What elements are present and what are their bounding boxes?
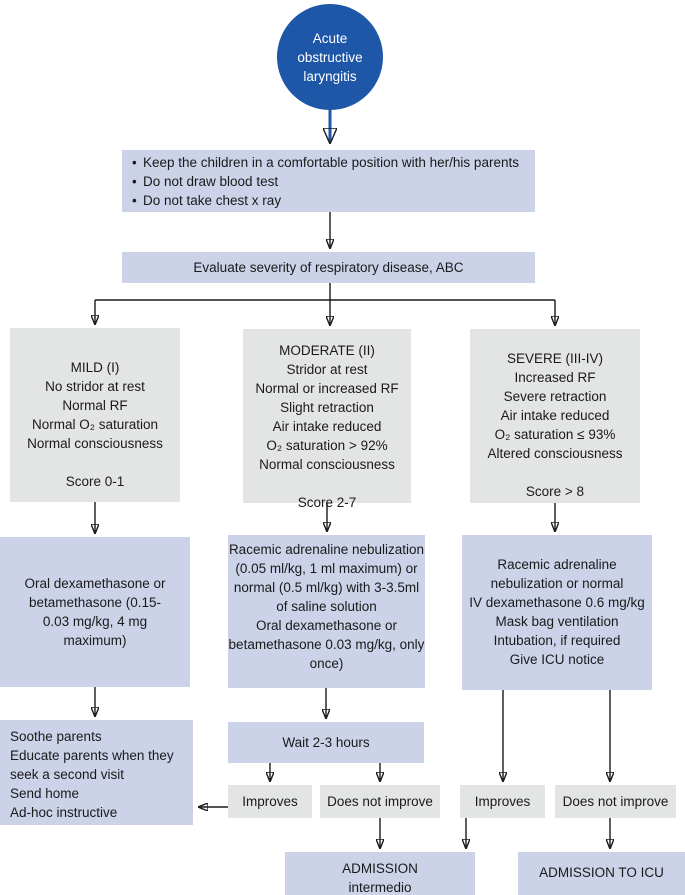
severity-finding: Altered consciousness bbox=[487, 446, 623, 461]
treatment-text: IV dexamethasone 0.6 mg/kg bbox=[469, 595, 645, 610]
severity-box-moderate: MODERATE (II) Stridor at rest Normal or … bbox=[243, 329, 411, 510]
severity-finding: Air intake reduced bbox=[500, 408, 610, 423]
severity-finding: Air intake reduced bbox=[272, 419, 382, 434]
initial-care-item: Keep the children in a comfortable posit… bbox=[130, 153, 527, 172]
triage-box: Evaluate severity of respiratory disease… bbox=[122, 252, 535, 283]
discharge-item: Educate parents when they seek a second … bbox=[10, 748, 174, 782]
severity-finding: Slight retraction bbox=[280, 400, 374, 415]
initial-care-item: Do not take chest x ray bbox=[130, 191, 527, 210]
outcome-moderate-improves: Improves bbox=[228, 785, 312, 818]
discharge-box: Soothe parents Educate parents when they… bbox=[0, 720, 193, 825]
treatment-box-severe: Racemic adrenaline nebulization or norma… bbox=[462, 535, 652, 690]
wait-label: Wait 2-3 hours bbox=[282, 735, 370, 750]
treatment-text: Give ICU notice bbox=[509, 652, 605, 667]
severity-title: MODERATE (II) bbox=[279, 343, 375, 358]
severity-score: Score 0-1 bbox=[65, 474, 125, 489]
outcome-label: Improves bbox=[474, 794, 531, 809]
severity-finding: O₂ saturation ≤ 93% bbox=[494, 427, 616, 442]
treatment-text: Intubation, if required bbox=[493, 633, 621, 648]
severity-finding: Normal consciousness bbox=[259, 457, 395, 472]
severity-finding: O₂ saturation > 92% bbox=[266, 438, 388, 453]
start-node: Acute obstructive laryngitis bbox=[277, 4, 383, 110]
start-node-label: Acute obstructive laryngitis bbox=[297, 30, 363, 84]
severity-finding: Normal consciousness bbox=[27, 436, 163, 451]
admission-icu-label: ADMISSION TO ICU bbox=[539, 865, 664, 880]
treatment-box-moderate: Racemic adrenaline nebulization (0.05 ml… bbox=[228, 535, 425, 688]
outcome-label: Does not improve bbox=[562, 794, 669, 809]
outcome-moderate-does-not-improve: Does not improve bbox=[320, 785, 440, 818]
discharge-item: Soothe parents bbox=[10, 729, 102, 744]
severity-finding: Severe retraction bbox=[503, 389, 607, 404]
admission-intermediate-box: ADMISSION intermedio bbox=[285, 852, 475, 895]
severity-score: Score 2-7 bbox=[297, 495, 357, 510]
treatment-box-mild: Oral dexamethasone or betamethasone (0.1… bbox=[0, 537, 190, 687]
treatment-text: Oral dexamethasone or betamethasone (0.1… bbox=[24, 576, 166, 648]
outcome-severe-improves: Improves bbox=[460, 785, 545, 818]
discharge-item: Send home bbox=[10, 786, 80, 801]
outcome-label: Improves bbox=[242, 794, 298, 809]
initial-care-item: Do not draw blood test bbox=[130, 172, 527, 191]
treatment-text: Oral dexamethasone or betamethasone 0.03… bbox=[228, 618, 425, 671]
severity-finding: Normal O₂ saturation bbox=[31, 417, 159, 432]
severity-box-mild: MILD (I) No stridor at rest Normal RF No… bbox=[10, 328, 180, 502]
treatment-text: Mask bag ventilation bbox=[495, 614, 619, 629]
admission-intermediate-line2: intermedio bbox=[348, 880, 412, 895]
outcome-label: Does not improve bbox=[327, 794, 433, 809]
severity-finding: Normal or increased RF bbox=[255, 381, 399, 396]
initial-care-box: Keep the children in a comfortable posit… bbox=[122, 150, 535, 212]
severity-finding: Stridor at rest bbox=[286, 362, 368, 377]
severity-finding: Normal RF bbox=[62, 398, 128, 413]
branch-line-triage bbox=[95, 283, 555, 301]
severity-score: Score > 8 bbox=[525, 484, 585, 499]
admission-intermediate-line1: ADMISSION bbox=[342, 861, 418, 876]
treatment-text: Racemic adrenaline nebulization (0.05 ml… bbox=[228, 542, 425, 614]
severity-box-severe: SEVERE (III-IV) Increased RF Severe retr… bbox=[470, 329, 640, 503]
discharge-item: Ad-hoc instructive bbox=[10, 805, 118, 820]
severity-title: MILD (I) bbox=[70, 360, 120, 375]
severity-finding: Increased RF bbox=[514, 370, 596, 385]
severity-title: SEVERE (III-IV) bbox=[506, 351, 604, 366]
treatment-text: Racemic adrenaline nebulization or norma… bbox=[490, 557, 624, 591]
severity-finding: No stridor at rest bbox=[45, 379, 145, 394]
admission-icu-box: ADMISSION TO ICU bbox=[518, 852, 685, 895]
wait-box: Wait 2-3 hours bbox=[228, 722, 424, 763]
triage-label: Evaluate severity of respiratory disease… bbox=[193, 260, 464, 275]
outcome-severe-does-not-improve: Does not improve bbox=[555, 785, 676, 818]
